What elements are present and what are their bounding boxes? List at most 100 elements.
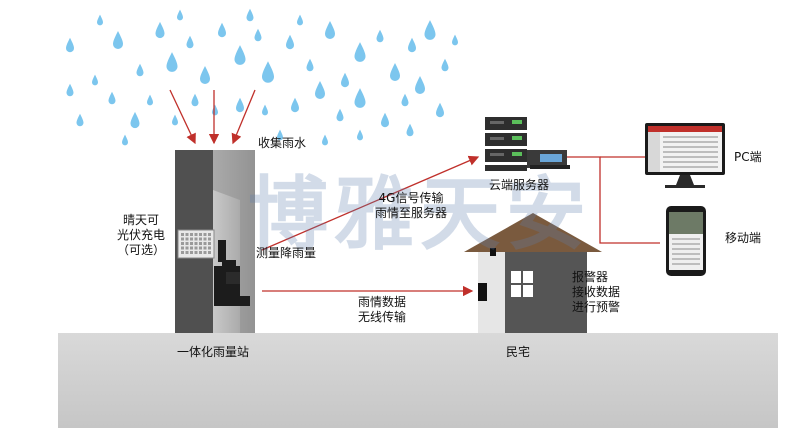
- solar-cell: [185, 242, 189, 245]
- solar-cell: [203, 242, 207, 245]
- solar-cell: [181, 251, 184, 254]
- alarm-icon: [478, 283, 487, 301]
- raindrop-icon: [357, 129, 363, 141]
- raindrop-icon: [381, 112, 389, 128]
- raindrop-icon: [186, 35, 194, 49]
- raindrop-icon: [408, 37, 416, 53]
- solar-cell: [199, 246, 202, 250]
- uplink-line-1: 4G信号传输: [378, 191, 444, 205]
- solar-cell: [203, 237, 207, 241]
- monitor-row: [663, 141, 718, 143]
- raindrop-icon: [436, 102, 444, 118]
- raindrop-icon: [130, 111, 140, 129]
- monitor-row: [663, 146, 718, 148]
- raindrop-icon: [354, 88, 366, 108]
- phone-row: [672, 238, 700, 240]
- alarm-label: 报警器 接收数据 进行预警: [572, 270, 620, 315]
- raindrop-icon: [218, 22, 226, 38]
- alarm-line-2: 接收数据: [572, 285, 621, 299]
- phone-row: [672, 248, 700, 250]
- raindrop-icon: [341, 72, 349, 88]
- raindrop-icon: [236, 97, 244, 113]
- raindrop-icon: [113, 31, 123, 49]
- station-label: 一体化雨量站: [177, 345, 250, 359]
- mobile-label: 移动端: [725, 231, 762, 245]
- raindrop-icon: [172, 114, 178, 126]
- ground: [58, 333, 778, 428]
- raindrop-icon: [97, 14, 103, 26]
- raindrop-icon: [286, 34, 294, 50]
- solar-cell: [181, 242, 184, 245]
- solar-cell: [185, 237, 189, 241]
- uplink-label: 4G信号传输 雨情至服务器: [366, 191, 456, 221]
- wireless-label: 雨情数据 无线传输: [342, 295, 422, 325]
- solar-cell: [199, 251, 202, 254]
- measure-rain-label: 测量降雨量: [256, 246, 317, 260]
- house-label: 民宅: [506, 345, 531, 359]
- uplink-line-2: 雨情至服务器: [374, 206, 447, 220]
- monitor-row: [663, 166, 718, 168]
- raindrop-icon: [177, 9, 183, 21]
- raindrop-icon: [354, 42, 366, 62]
- solar-cell: [208, 246, 211, 250]
- raindrop-icon: [401, 93, 409, 107]
- wireless-line-2: 无线传输: [357, 310, 406, 324]
- solar-cell: [181, 246, 184, 250]
- solar-cell: [199, 242, 202, 245]
- raindrop-icon: [306, 58, 314, 72]
- solar-cell: [208, 237, 211, 241]
- solar-cell: [194, 242, 198, 245]
- collect-rain-label: 收集雨水: [258, 136, 307, 150]
- monitor-row: [663, 156, 718, 158]
- raindrop-icon: [325, 21, 335, 39]
- raindrop-icon: [376, 29, 384, 43]
- wireless-line-1: 雨情数据: [357, 295, 406, 309]
- raindrop-icon: [277, 129, 283, 141]
- rain-arrow-3: [231, 89, 256, 145]
- raindrop-icon: [66, 37, 74, 53]
- solar-cell: [190, 237, 193, 241]
- raindrop-icon: [291, 97, 299, 113]
- solar-cell: [185, 251, 189, 254]
- raindrop-icon: [234, 45, 246, 65]
- raindrop-icon: [406, 123, 414, 137]
- solar-line-2: 光伏充电: [116, 228, 165, 242]
- solar-charge-label: 晴天可 光伏充电 （可选）: [106, 213, 176, 258]
- raindrop-icon: [66, 83, 74, 97]
- solar-cell: [181, 237, 184, 241]
- raindrop-icon: [424, 20, 436, 40]
- house-icon: [464, 213, 602, 333]
- raindrop-icon: [322, 134, 328, 146]
- server-label: 云端服务器: [489, 178, 550, 192]
- raindrop-icon: [441, 58, 449, 72]
- phone-icon: [666, 206, 706, 276]
- terminal-connector: [567, 156, 660, 244]
- phone-row: [672, 258, 700, 260]
- server-icon: [485, 117, 570, 171]
- watermark: 博雅天安: [248, 168, 592, 261]
- solar-cell: [194, 251, 198, 254]
- raindrop-icon: [390, 63, 400, 81]
- solar-cell: [203, 246, 207, 250]
- monitor-icon: [645, 123, 725, 188]
- solar-cell: [185, 246, 189, 250]
- solar-cell: [208, 251, 211, 254]
- raindrop-icon: [262, 104, 268, 116]
- solar-cell: [194, 233, 198, 236]
- phone-row: [672, 243, 700, 245]
- raindrop-icon: [136, 63, 144, 77]
- raindrop-icon: [336, 108, 344, 122]
- monitor-row: [663, 151, 718, 153]
- solar-cell: [190, 242, 193, 245]
- pc-label: PC端: [734, 150, 762, 164]
- raindrop-icon: [147, 94, 153, 106]
- solar-cell: [203, 233, 207, 236]
- raindrop-icon: [297, 14, 303, 26]
- solar-cell: [190, 251, 193, 254]
- monitor-row: [663, 136, 718, 138]
- raindrop-icon: [92, 74, 98, 86]
- solar-cell: [185, 233, 189, 236]
- solar-cell: [190, 233, 193, 236]
- phone-row: [672, 263, 700, 265]
